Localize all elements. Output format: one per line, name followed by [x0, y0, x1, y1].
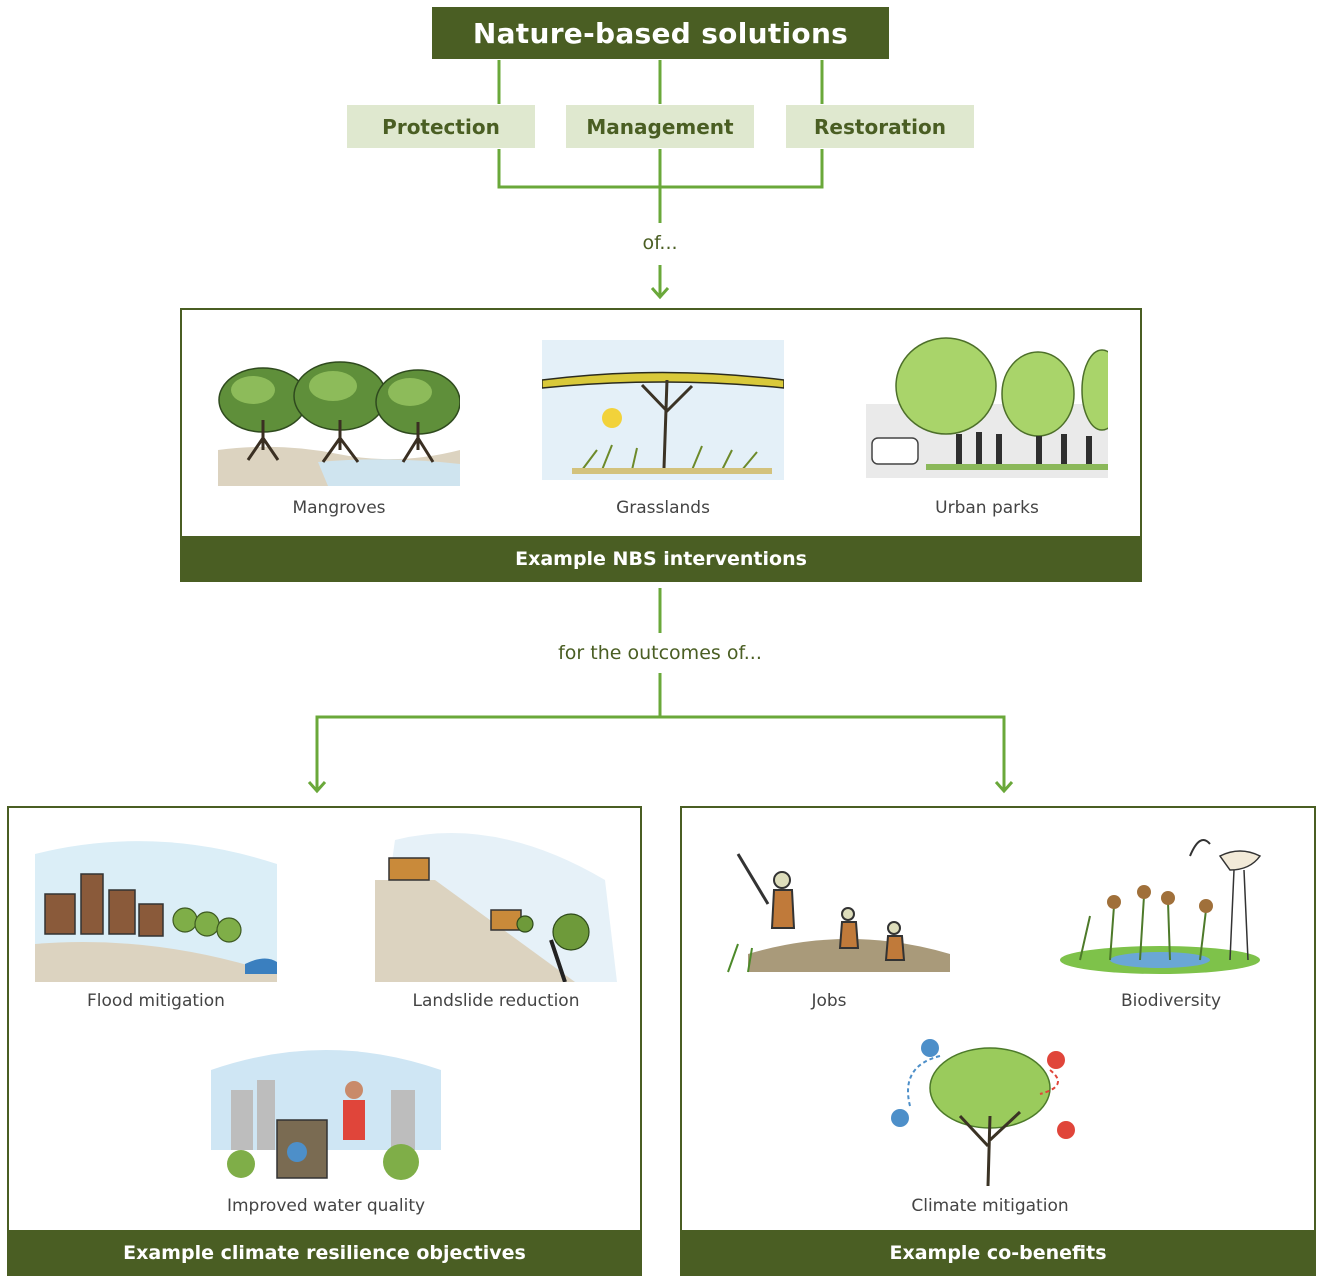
approach-restoration: Restoration [786, 105, 974, 148]
biodiversity-illustration [1060, 839, 1262, 974]
caption-grasslands: Grasslands [616, 498, 710, 518]
page-title: Nature-based solutions [432, 7, 889, 59]
caption-climate-mitigation: Climate mitigation [911, 1196, 1069, 1216]
mangroves-illustration [218, 361, 460, 486]
caption-mangroves: Mangroves [292, 498, 386, 518]
approach-protection: Protection [347, 105, 535, 148]
flood-mitigation-illustration [35, 841, 277, 982]
interventions-panel: Mangroves Grasslands Urban parks Example… [180, 308, 1142, 582]
caption-flood-mitigation: Flood mitigation [87, 991, 225, 1011]
urban-parks-illustration [866, 337, 1108, 478]
resilience-panel: Flood mitigation Landslide reduction Imp… [7, 806, 642, 1276]
improved-water-quality-illustration [211, 1050, 441, 1180]
jobs-illustration [727, 853, 950, 973]
cobenefits-panel: Jobs Biodiversity Climate mitigation Exa… [680, 806, 1316, 1276]
landslide-reduction-illustration [375, 833, 617, 982]
grasslands-illustration [542, 340, 784, 480]
caption-biodiversity: Biodiversity [1120, 991, 1222, 1011]
connector-label-outcomes: for the outcomes of... [540, 642, 780, 664]
interventions-footer: Example NBS interventions [180, 536, 1142, 582]
climate-mitigation-illustration [891, 1039, 1075, 1187]
caption-jobs: Jobs [811, 991, 847, 1011]
cobenefits-footer: Example co-benefits [680, 1230, 1316, 1276]
approach-management: Management [566, 105, 754, 148]
resilience-footer: Example climate resilience objectives [7, 1230, 642, 1276]
caption-urban-parks: Urban parks [935, 498, 1039, 518]
caption-landslide-reduction: Landslide reduction [412, 991, 580, 1011]
caption-improved-water-quality: Improved water quality [226, 1196, 426, 1216]
connector-label-of: of... [600, 232, 720, 254]
